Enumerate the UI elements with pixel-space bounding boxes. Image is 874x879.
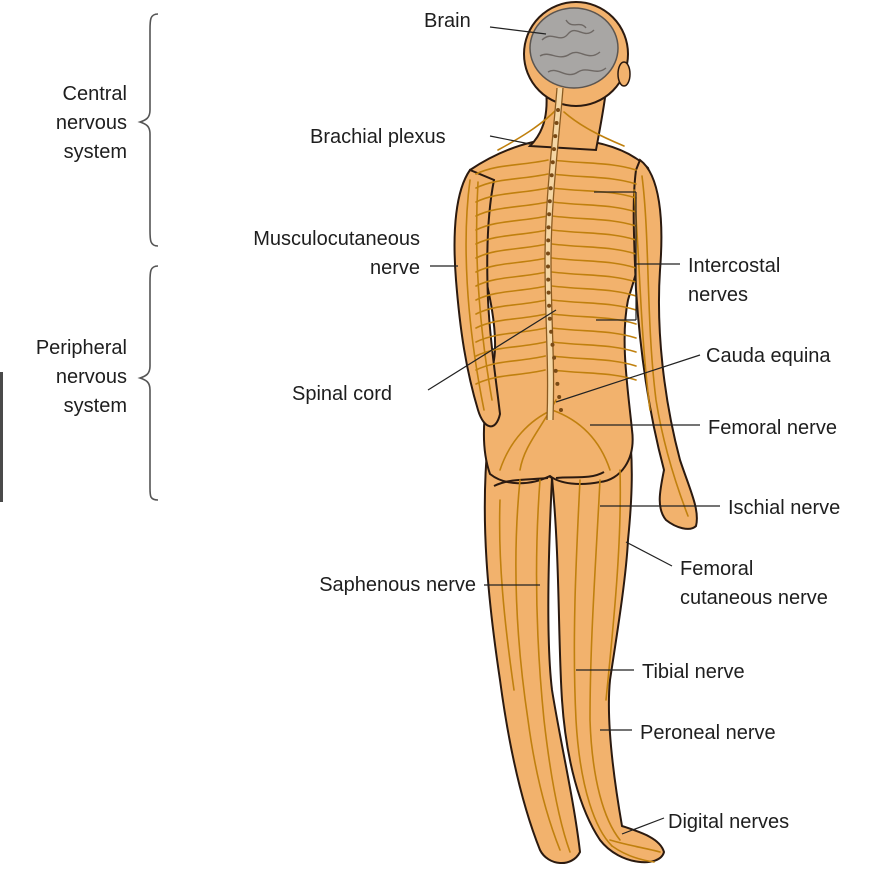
label-brain: Brain <box>424 10 471 32</box>
vertebra-dot <box>546 278 550 282</box>
vertebra-dot <box>546 238 550 242</box>
pns-label-line-1: Peripheral <box>36 337 127 359</box>
leader-femoral-cutaneous <box>626 542 672 566</box>
cns-brace <box>140 14 158 246</box>
vertebra-dot <box>559 408 563 412</box>
label-musculocutaneous-line-1: Musculocutaneous <box>253 228 420 250</box>
vertebra-dot <box>552 356 556 360</box>
vertebra-dot <box>555 121 559 125</box>
vertebra-dot <box>557 395 561 399</box>
vertebra-dot <box>546 252 550 256</box>
brain-shape <box>530 8 618 88</box>
label-digital: Digital nerves <box>668 811 789 833</box>
vertebra-dot <box>549 330 553 334</box>
cns-label-line-1: Central <box>63 83 127 105</box>
label-intercostal-line-2: nerves <box>688 284 748 306</box>
label-tibial: Tibial nerve <box>642 661 745 683</box>
vertebra-dot <box>555 382 559 386</box>
vertebra-dot <box>547 225 551 229</box>
pns-label-line-3: system <box>64 395 127 417</box>
vertebra-dot <box>552 147 556 151</box>
label-intercostal-line-1: Intercostal <box>688 255 780 277</box>
vertebra-dot <box>551 343 555 347</box>
label-cauda-equina: Cauda equina <box>706 345 831 367</box>
label-peroneal: Peroneal nerve <box>640 722 776 744</box>
vertebra-dot <box>553 134 557 138</box>
label-femoral-cutaneous-line-1: Femoral <box>680 558 753 580</box>
vertebra-dot <box>554 369 558 373</box>
label-femoral-cutaneous-line-2: cutaneous nerve <box>680 587 828 609</box>
vertebra-dot <box>546 265 550 269</box>
cns-label-line-2: nervous <box>56 112 127 134</box>
vertebra-dot <box>550 173 554 177</box>
label-saphenous: Saphenous nerve <box>319 574 476 596</box>
vertebra-dot <box>547 304 551 308</box>
cns-label-line-3: system <box>64 141 127 163</box>
label-femoral: Femoral nerve <box>708 417 837 439</box>
vertebra-dot <box>551 160 555 164</box>
label-ischial: Ischial nerve <box>728 497 840 519</box>
leader-digital <box>622 818 664 834</box>
label-musculocutaneous-line-2: nerve <box>370 257 420 279</box>
vertebra-dot <box>549 186 553 190</box>
pns-brace <box>140 266 158 500</box>
torso <box>470 138 652 484</box>
vertebra-dot <box>548 199 552 203</box>
vertebra-dot <box>556 108 560 112</box>
label-brachial-plexus: Brachial plexus <box>310 126 446 148</box>
ear <box>618 62 630 86</box>
vertebra-dot <box>547 212 551 216</box>
pns-label-line-2: nervous <box>56 366 127 388</box>
label-spinal-cord: Spinal cord <box>292 383 392 405</box>
vertebra-dot <box>547 291 551 295</box>
vertebra-dot <box>548 317 552 321</box>
